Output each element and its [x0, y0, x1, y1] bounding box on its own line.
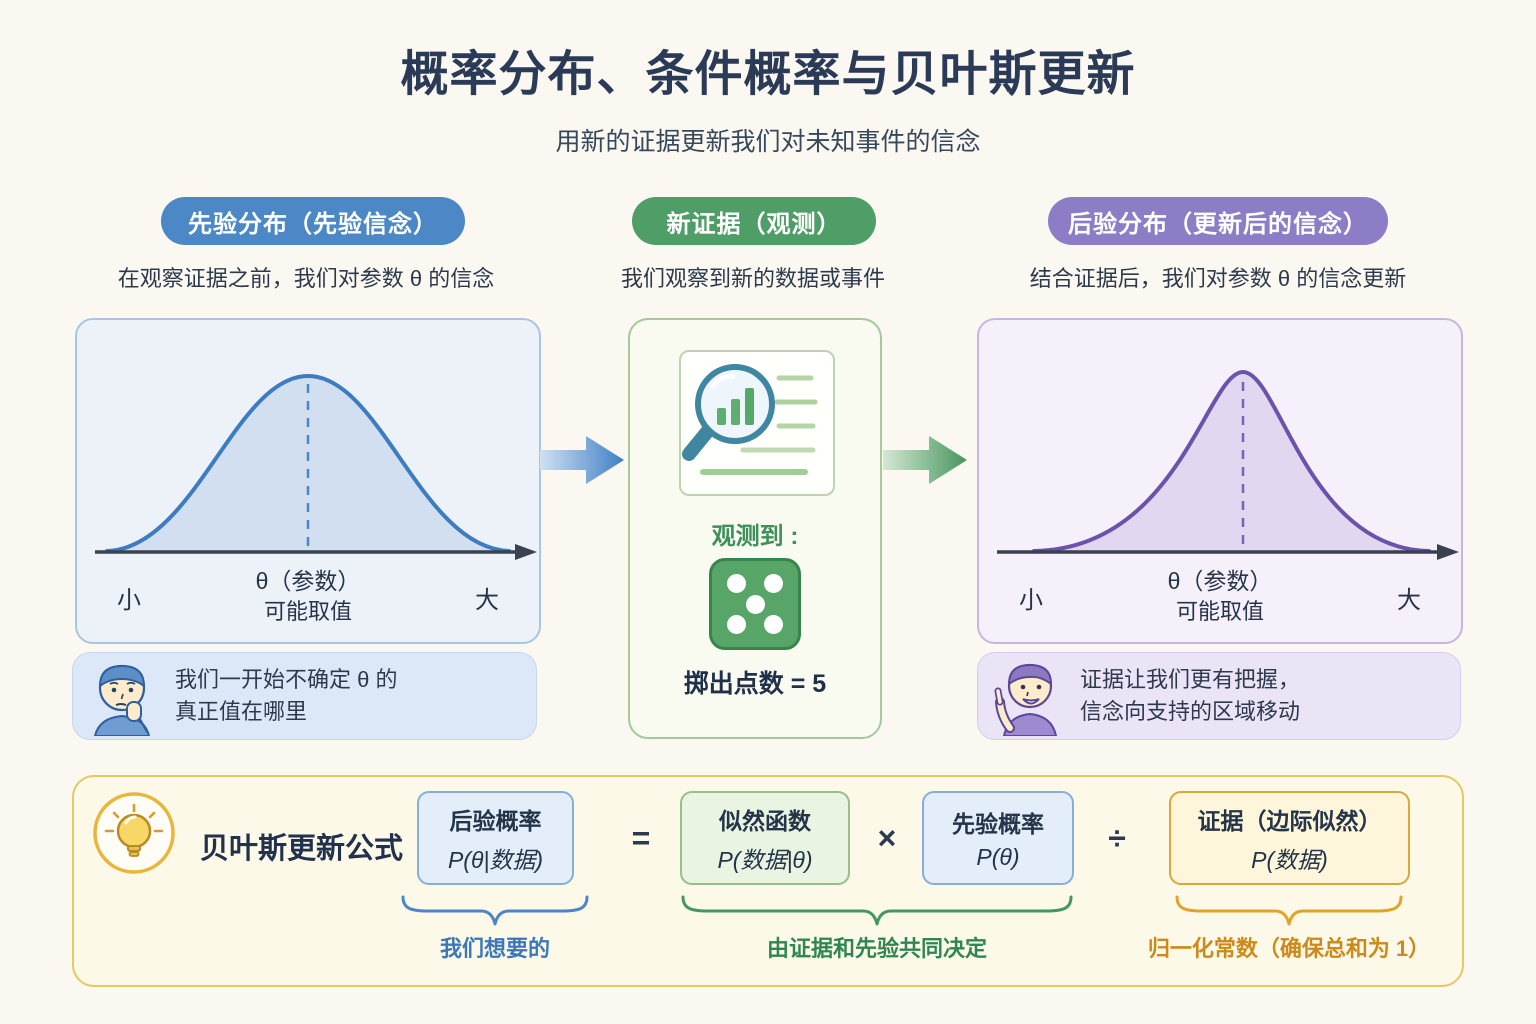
prior-axis-arrowhead — [515, 544, 537, 560]
prior-box-title: 先验概率 — [952, 811, 1044, 837]
lightbulb-icon — [93, 792, 175, 874]
posterior-curve-fill — [1034, 372, 1429, 551]
page-subtitle: 用新的证据更新我们对未知事件的信念 — [555, 128, 981, 156]
dice-pip — [727, 574, 746, 593]
likelihood-box: 似然函数 P(数据|θ) — [680, 791, 850, 885]
posterior-note-line-2: 信念向支持的区域移动 — [1080, 699, 1301, 724]
posterior-axis-max-label: 大 — [1397, 587, 1421, 614]
marginal-box-expr: P(数据) — [1251, 846, 1328, 873]
prior-axis-subtitle: 可能取值 — [263, 599, 352, 624]
dice-pip — [745, 594, 765, 614]
brace-under-posterior — [401, 895, 589, 926]
dice-pip — [764, 574, 783, 593]
multiply-operator: × — [877, 819, 897, 856]
flow-arrow-icon-green — [883, 436, 967, 484]
bar-3 — [745, 388, 754, 425]
hand-on-chin — [126, 701, 142, 722]
observation-document-card — [679, 350, 835, 496]
posterior-note-text: 证据让我们更有把握， 信念向支持的区域移动 — [1080, 664, 1300, 728]
smile — [1022, 698, 1040, 705]
prior-axis-min-label: 小 — [117, 587, 141, 614]
flow-arrow-icon-blue — [540, 436, 624, 484]
bar-1 — [717, 408, 726, 425]
pointing-finger — [996, 689, 1002, 704]
formula-heading: 贝叶斯更新公式 — [200, 833, 404, 865]
posterior-pill: 后验分布（更新后的信念） — [1048, 197, 1388, 245]
posterior-axis-min-label: 小 — [1019, 587, 1043, 614]
caption-jointly-determined: 由证据和先验共同决定 — [766, 936, 987, 961]
prior-note-line-2: 真正值在哪里 — [175, 699, 308, 724]
magnifier-chart-document-icon — [682, 364, 818, 475]
posterior-curve-stroke — [1032, 369, 1431, 553]
divide-operator: ÷ — [1108, 819, 1126, 856]
evidence-description: 我们观察到新的数据或事件 — [620, 266, 885, 291]
posterior-axis-arrowhead — [1437, 544, 1459, 560]
bayes-formula-section: 贝叶斯更新公式 后验概率 P(θ|数据) = 似然函数 P(数据|θ) × 先验… — [72, 775, 1464, 987]
posterior-axis-subtitle: 可能取值 — [1175, 599, 1264, 624]
evidence-panel: 观测到 : 掷出点数 = 5 — [628, 318, 882, 739]
prior-bell-curve-chart — [95, 373, 537, 560]
page-title: 概率分布、条件概率与贝叶斯更新 — [400, 48, 1136, 101]
likelihood-box-expr: P(数据|θ) — [717, 846, 813, 873]
lens-highlight — [710, 373, 736, 389]
posterior-box-expr: P(θ|数据) — [447, 846, 544, 873]
caption-what-we-want: 我们想要的 — [439, 936, 550, 961]
thinking-person-icon — [93, 664, 151, 736]
dice-pip — [764, 615, 783, 634]
prior-curve-stroke — [105, 373, 511, 553]
brace-under-marginal — [1175, 895, 1403, 926]
prior-box-expr: P(θ) — [976, 844, 1020, 870]
caption-normalizing-constant: 归一化常数（确保总和为 1） — [1147, 936, 1431, 961]
posterior-bell-curve-chart — [997, 369, 1459, 560]
posterior-box-title: 后验概率 — [449, 807, 542, 834]
dice-five-icon — [709, 558, 801, 650]
brace-under-likelihood-prior — [681, 895, 1073, 926]
posterior-note-box: 证据让我们更有把握， 信念向支持的区域移动 — [977, 652, 1461, 740]
prior-axis-title: θ（参数） — [255, 568, 361, 594]
prior-pill: 先验分布（先验信念） — [161, 197, 465, 245]
bar-2 — [731, 399, 740, 425]
evidence-pill: 新证据（观测） — [632, 197, 876, 245]
marginal-likelihood-box: 证据（边际似然） P(数据) — [1169, 791, 1410, 885]
dice-result-label: 掷出点数 = 5 — [683, 670, 827, 698]
prior-axis-max-label: 大 — [475, 587, 499, 614]
magnifier-handle — [682, 425, 714, 461]
observed-label: 观测到 : — [711, 523, 799, 550]
dice-pip — [727, 615, 746, 634]
prior-description: 在观察证据之前，我们对参数 θ 的信念 — [117, 266, 495, 291]
pointing-person-icon — [994, 663, 1058, 736]
prior-curve-fill — [107, 376, 509, 551]
prior-note-text: 我们一开始不确定 θ 的 真正值在哪里 — [175, 664, 397, 728]
prior-probability-box: 先验概率 P(θ) — [922, 791, 1074, 885]
posterior-distribution-panel: θ（参数） 可能取值 小 大 — [977, 318, 1463, 644]
equals-operator: = — [631, 819, 651, 856]
posterior-description: 结合证据后，我们对参数 θ 的信念更新 — [1029, 266, 1407, 291]
prior-note-line-1: 我们一开始不确定 θ 的 — [175, 667, 398, 693]
prior-distribution-panel: θ（参数） 可能取值 小 大 — [75, 318, 541, 644]
prior-note-box: 我们一开始不确定 θ 的 真正值在哪里 — [72, 652, 537, 740]
posterior-probability-box: 后验概率 P(θ|数据) — [417, 791, 574, 885]
likelihood-box-title: 似然函数 — [719, 807, 811, 834]
posterior-note-line-1: 证据让我们更有把握， — [1080, 667, 1301, 693]
marginal-box-title: 证据（边际似然） — [1197, 807, 1382, 834]
posterior-axis-title: θ（参数） — [1167, 568, 1273, 594]
